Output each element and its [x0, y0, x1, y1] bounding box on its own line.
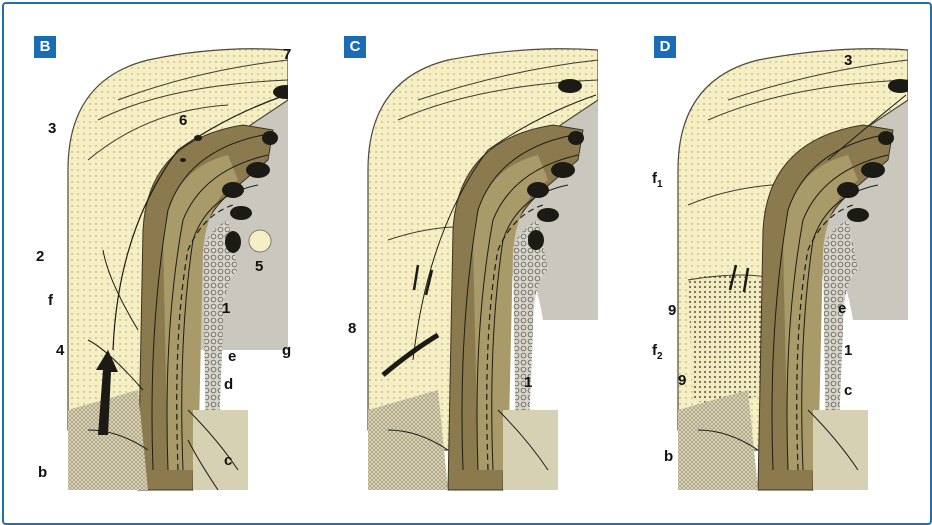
panel-c-drawing [338, 30, 598, 496]
label-c: c [844, 382, 852, 399]
label-3: 3 [48, 120, 56, 137]
label-b: b [38, 464, 47, 481]
label-b: b [664, 448, 673, 465]
label-7: 7 [283, 46, 291, 63]
label-8: 8 [348, 320, 356, 337]
panel-b-drawing [28, 30, 288, 496]
label-d: d [224, 376, 233, 393]
label-1: 1 [844, 342, 852, 359]
label-1: 1 [222, 300, 230, 317]
label-g: g [282, 342, 291, 359]
label-f1-sub: 1 [657, 179, 663, 190]
label-e: e [838, 300, 846, 317]
panel-b: B [28, 30, 288, 496]
label-f: f [48, 292, 53, 309]
label-1: 1 [524, 374, 532, 391]
panel-d: D [648, 30, 908, 496]
label-f1: f1 [652, 170, 663, 190]
panel-tag: C [344, 36, 366, 58]
panel-c: C [338, 30, 598, 496]
label-f2-sub: 2 [657, 351, 663, 362]
label-5: 5 [255, 258, 263, 275]
label-e: e [228, 348, 236, 365]
label-2: 2 [36, 248, 44, 265]
panel-tag: B [34, 36, 56, 58]
panel-d-drawing [648, 30, 908, 496]
label-6: 6 [179, 112, 187, 129]
panel-tag: D [654, 36, 676, 58]
label-f2: f2 [652, 342, 663, 362]
label-c: c [224, 452, 232, 469]
label-3: 3 [844, 52, 852, 69]
label-9-lower: 9 [678, 372, 686, 389]
label-4: 4 [56, 342, 64, 359]
label-9-upper: 9 [668, 302, 676, 319]
